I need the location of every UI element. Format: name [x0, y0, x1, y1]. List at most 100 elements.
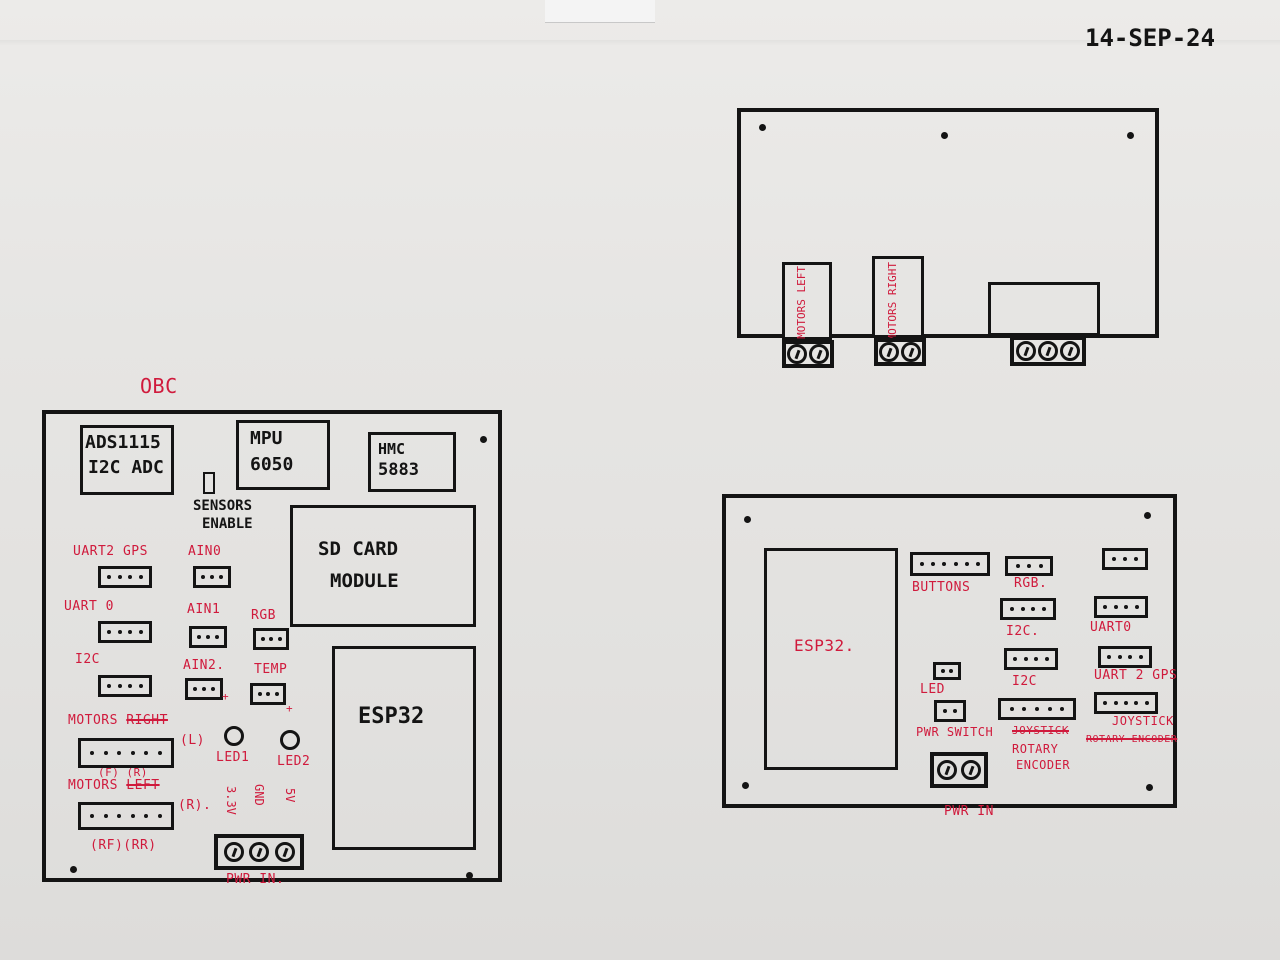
ads1115-module [80, 425, 174, 495]
i2c-label-a: I2C. [1006, 624, 1040, 639]
motors-r-struck: LEFT [126, 778, 160, 793]
mpu6050-sublabel: 6050 [250, 454, 294, 475]
uart0-connector [98, 621, 152, 643]
screw-terminal [223, 842, 244, 862]
i2c-label-b: I2C [1012, 674, 1037, 689]
led2-label: LED2 [277, 754, 311, 769]
motors-right-terminal [874, 338, 926, 366]
screw-terminal [1060, 341, 1080, 361]
buttons-connector [910, 552, 990, 576]
mount-hole [759, 124, 766, 131]
mount-hole [466, 872, 473, 879]
motors-left-label: MOTORS LEFT [795, 266, 808, 339]
motors-l-struck: RIGHT [126, 713, 168, 728]
joystick-label: JOYSTICK [1112, 714, 1174, 728]
rgb-connector [253, 628, 289, 650]
hmc5883-module [368, 432, 456, 492]
screw-terminal [249, 842, 269, 862]
ads1115-label: ADS1115 [85, 432, 161, 453]
uart0-connector [1094, 596, 1148, 618]
led2-polarity: + [286, 702, 294, 715]
motors-right-label: MOTORS RIGHT [886, 262, 899, 342]
paper-edge [545, 0, 655, 23]
rgb-label: RGB [251, 608, 276, 623]
temp-label: TEMP [254, 662, 288, 677]
screw-terminal [787, 344, 808, 364]
joystick-struck-label: ROTARY ENCODER [1086, 734, 1178, 745]
mount-hole [1144, 512, 1151, 519]
screw-terminal [900, 342, 921, 362]
pwr-switch-label: PWR SWITCH [916, 725, 994, 739]
motors-l-connector [78, 738, 174, 768]
screw-terminal [960, 760, 981, 780]
rotary-sublabel: ENCODER [1016, 758, 1071, 772]
pwr-switch-connector [934, 700, 966, 722]
uart2-gps-connector [98, 566, 152, 588]
mount-hole [70, 866, 77, 873]
ads1115-sublabel: I2C ADC [88, 457, 164, 478]
led-label: LED [920, 682, 945, 697]
motors-r-suffix: (R). [178, 798, 212, 813]
power-header [988, 282, 1100, 336]
led1 [224, 726, 244, 746]
uart0-label: UART0 [1090, 620, 1132, 635]
screw-terminal [937, 760, 958, 780]
mpu6050-module [236, 420, 330, 490]
screw-terminal [1016, 341, 1036, 361]
led2 [280, 730, 300, 750]
motors-l-prefix: MOTORS [68, 713, 118, 728]
mount-hole [744, 516, 751, 523]
screw-terminal [879, 342, 900, 362]
rotary-struck-label: JOYSTICK [1012, 724, 1069, 737]
mount-hole [742, 782, 749, 789]
sd-card-label: SD CARD [318, 538, 399, 560]
pwr-3v3-label: 3.3V [224, 786, 238, 815]
rgb-label: RGB. [1014, 576, 1048, 591]
controller-esp32-module [764, 548, 898, 770]
ain0-label: AIN0 [188, 544, 222, 559]
ain2-label: AIN2. [183, 658, 225, 673]
i2c-connector-b [1004, 648, 1058, 670]
led-connector [933, 662, 961, 680]
i2c-connector-a [1000, 598, 1056, 620]
mount-hole [941, 132, 948, 139]
sd-card-sublabel: MODULE [330, 570, 399, 592]
mpu6050-label: MPU [250, 428, 283, 449]
pwr-5v-label: 5V [283, 788, 297, 803]
buttons-label: BUTTONS [912, 580, 971, 595]
ain2-connector [185, 678, 223, 700]
temp-connector [250, 683, 286, 705]
mount-hole [1127, 132, 1134, 139]
screw-terminal [808, 344, 829, 364]
spare-connector [1102, 548, 1148, 570]
pwr-in-terminal [214, 834, 304, 870]
rotary-label: ROTARY [1012, 742, 1059, 756]
obc-board [42, 410, 502, 882]
uart2-gps-connector [1098, 646, 1152, 668]
uart2-gps-label: UART2 GPS [73, 544, 148, 559]
obc-title: OBC [140, 374, 178, 398]
rgb-connector [1005, 556, 1053, 576]
sensors-enable-sublabel: ENABLE [202, 516, 253, 532]
motors-right-header [872, 256, 924, 338]
date-label: 14-SEP-24 [1085, 24, 1216, 52]
pwr-gnd-label: GND [252, 784, 266, 806]
led1-label: LED1 [216, 750, 250, 765]
controller-esp32-label: ESP32. [794, 636, 855, 655]
motors-l-suffix: (L) [180, 733, 205, 748]
hmc5883-sublabel: 5883 [378, 460, 419, 480]
power-terminal [1010, 336, 1086, 366]
uart0-label: UART 0 [64, 599, 114, 614]
screw-terminal [1038, 341, 1058, 361]
ain0-connector [193, 566, 231, 588]
i2c-connector [98, 675, 152, 697]
sensors-enable-label: SENSORS [193, 498, 253, 514]
controller-pwr-in-label: PWR IN [944, 804, 994, 819]
controller-board [722, 494, 1177, 808]
motors-l-label: MOTORS RIGHT [68, 713, 168, 728]
motors-r-prefix: MOTORS [68, 778, 118, 793]
mount-hole [1146, 784, 1153, 791]
pwr-in-label: PWR IN. [226, 872, 285, 887]
esp32-module [332, 646, 476, 850]
motors-l-sublabel: (F) (R) [98, 766, 148, 779]
